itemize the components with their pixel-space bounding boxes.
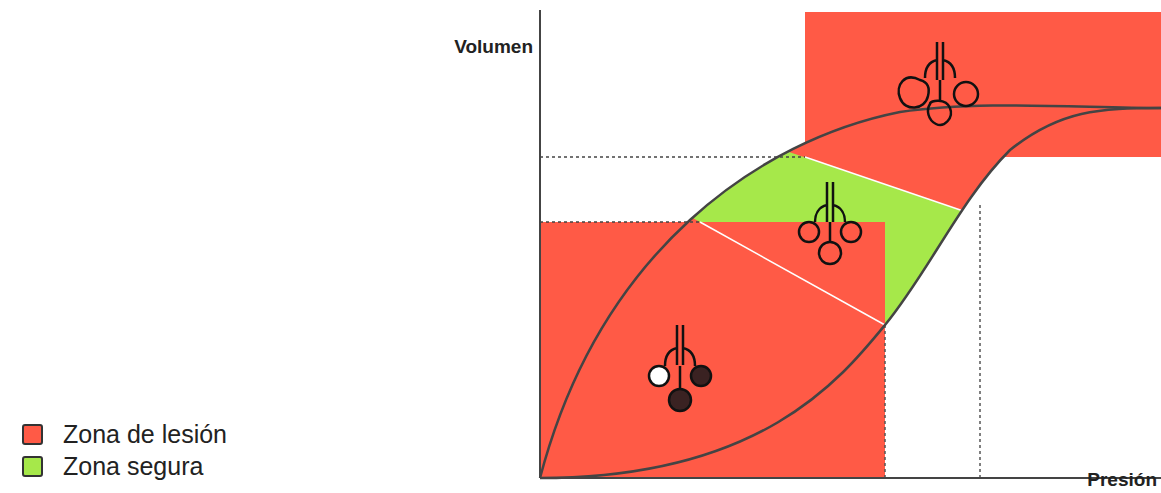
legend-row: Zona de lesión [22,420,227,449]
zone-edge [805,157,975,215]
axis-label: Presión [1087,469,1157,491]
legend-swatch [22,456,43,477]
axis-label: Volumen [454,36,533,58]
zone-edge [700,222,885,325]
guide-line [540,221,700,223]
low-injury-zone [540,222,885,478]
safe-band [540,105,1161,478]
legend-text: Zona segura [63,452,203,481]
legend-swatch [22,424,43,445]
y-axis [539,10,541,478]
alveoli-normal [799,182,861,264]
alveoli-overdistended [899,42,978,125]
guide-line [540,156,805,158]
guide-line [884,325,886,478]
injury-band [540,105,1161,478]
legend-row: Zona segura [22,452,203,481]
alveoli-collapsed [649,325,711,411]
x-axis [540,477,1161,479]
deflation-curve [540,108,1161,478]
inflation-curve [540,105,1161,478]
high-injury-zone [805,12,1161,157]
guide-line [979,205,981,478]
legend-text: Zona de lesión [63,420,227,449]
